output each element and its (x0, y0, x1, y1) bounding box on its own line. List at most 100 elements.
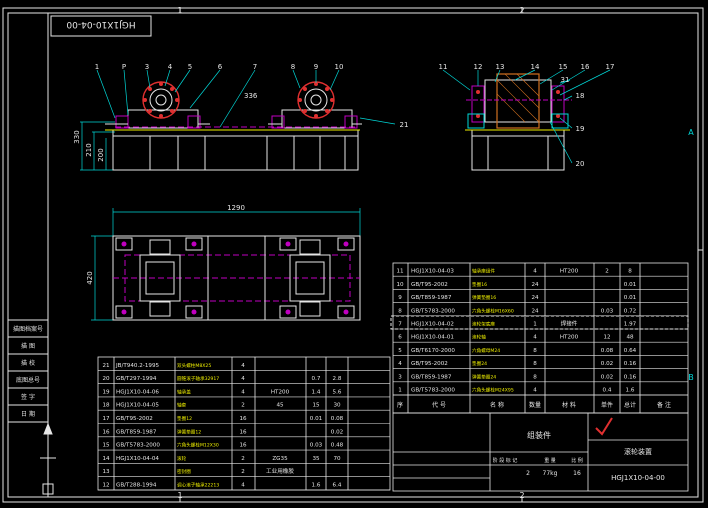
bom-header: 序 (397, 401, 403, 409)
table-cell: 六角头螺栓M24X95 (472, 387, 514, 394)
table-cell: 24 (531, 295, 539, 301)
table-cell: 轴套 (177, 402, 187, 409)
table-cell: 16 (239, 429, 247, 435)
table-cell: 0.03 (601, 308, 614, 314)
bom-header: 材 料 (562, 401, 576, 409)
zone-bottom-2: 2 (519, 491, 524, 500)
dim-height-total: 330 (73, 130, 81, 143)
dim-width: 1290 (227, 204, 245, 212)
table-cell: 70 (333, 456, 341, 462)
table-cell: 六角头螺栓M12X30 (177, 442, 219, 449)
table-cell: 0.64 (624, 348, 637, 354)
bom-header: 单件 (601, 401, 613, 409)
table-cell: 0.16 (624, 374, 637, 380)
table-cell: GB/T859-1987 (116, 429, 157, 435)
table-cell: 1.4 (312, 389, 321, 395)
table-cell: 48 (626, 335, 634, 341)
bom-header: 总计 (624, 401, 636, 409)
table-cell: GB/T5783-2000 (116, 443, 160, 449)
table-cell: GB/T95-2002 (116, 416, 153, 422)
table-cell: 垫圈16 (472, 281, 487, 288)
table-cell: HT200 (560, 335, 579, 341)
front-view: 330 210 200 336 (73, 63, 408, 171)
table-cell: 0.01 (310, 416, 323, 422)
table-cell: 8 (628, 269, 632, 275)
table-cell: 10 (396, 282, 404, 288)
balloon: 19 (576, 125, 585, 133)
table-cell: 8 (533, 374, 537, 380)
table-cell: 8 (533, 361, 537, 367)
table-cell: 1.97 (624, 322, 637, 328)
title-name: 滚轮装置 (624, 447, 652, 456)
dim-height-base: 200 (97, 148, 105, 161)
table-cell: 弹簧垫圈24 (472, 373, 496, 380)
table-cell: 六角头螺栓M16X60 (472, 307, 514, 314)
table-cell: 13 (102, 469, 110, 475)
table-cell: GB/T288-1994 (116, 483, 157, 489)
table-cell: 4 (241, 389, 245, 395)
table-cell: 六角螺母M24 (472, 347, 500, 354)
table-cell: 垫圈24 (472, 360, 487, 367)
table-cell: 滚轮轴 (472, 334, 486, 341)
table-cell: 0.08 (331, 416, 344, 422)
table-cell: 4 (241, 376, 245, 382)
balloon: 10 (335, 63, 344, 71)
table-cell: HGJ1X10-04-01 (411, 335, 454, 341)
table-cell: GB/T95-2002 (411, 282, 448, 288)
front-roller-left (105, 81, 210, 129)
zone-bottom-1: 1 (177, 491, 182, 500)
balloon: 8 (291, 63, 295, 71)
balloon: 16 (581, 63, 590, 71)
balloon: 12 (474, 63, 483, 71)
dim-depth: 420 (86, 271, 94, 284)
code-box: HGJ1X10-04-00 (50, 15, 152, 37)
table-cell: 2 (241, 469, 245, 475)
balloon: 14 (531, 63, 540, 71)
table-cell: 2.8 (333, 376, 342, 382)
table-cell: 滚轮架底座 (472, 321, 495, 328)
balloon: 18 (576, 92, 585, 100)
balloon: 4 (168, 63, 173, 71)
table-cell: 15 (312, 403, 320, 409)
left-label: 描 校 (21, 359, 35, 367)
title-block: 组装件 滚轮装置 HGJ1X10-04-00 阶 段 标 记 重 量 比 例 2… (493, 417, 665, 482)
table-cell: HGJ1X10-04-06 (116, 389, 159, 395)
table-cell: GB/T6170-2000 (411, 348, 455, 354)
table-cell: 0.02 (331, 429, 343, 435)
table-cell: 8 (398, 308, 402, 314)
drawing-number: HGJ1X10-04-00 (611, 474, 665, 482)
table-cell: 4 (241, 483, 245, 489)
stage-label: 比 例 (571, 457, 583, 464)
left-label: 日 期 (21, 410, 35, 418)
title-assembly: 组装件 (527, 430, 551, 440)
table-cell: 4 (241, 363, 245, 369)
table-cell: HT200 (271, 389, 290, 395)
table-cell: 15 (102, 443, 110, 449)
table-cell: 21 (102, 363, 110, 369)
left-label: 描 图 (21, 342, 35, 350)
left-label: 描图档案号 (13, 325, 43, 333)
table-cell: 0.16 (624, 361, 637, 367)
table-cell: HT200 (560, 269, 579, 275)
balloon: 9 (314, 63, 318, 71)
table-cell: GB/T5783-2000 (411, 308, 455, 314)
zone-top-2: 2 (519, 6, 524, 15)
table-cell: 0.48 (331, 443, 344, 449)
table-cell: 2 (241, 403, 245, 409)
table-cell: 4 (398, 361, 402, 367)
table-cell: HGJ1X10-04-02 (411, 322, 454, 328)
stage-label: 阶 段 标 记 (493, 457, 518, 464)
code-box-text: HGJ1X10-04-00 (66, 19, 135, 29)
table-cell: 24 (531, 282, 539, 288)
table-cell: 16 (102, 429, 110, 435)
balloon: 5 (188, 63, 192, 71)
table-cell: 0.02 (601, 361, 613, 367)
table-cell: 35 (312, 456, 320, 462)
balloon: 3 (145, 63, 149, 71)
table-cell: 工业用橡胶 (266, 467, 294, 475)
zone-right-b: B (688, 373, 694, 382)
balloon: 20 (576, 160, 585, 168)
table-cell: 双头螺柱M8X25 (177, 362, 211, 369)
table-cell: 2 (241, 456, 245, 462)
